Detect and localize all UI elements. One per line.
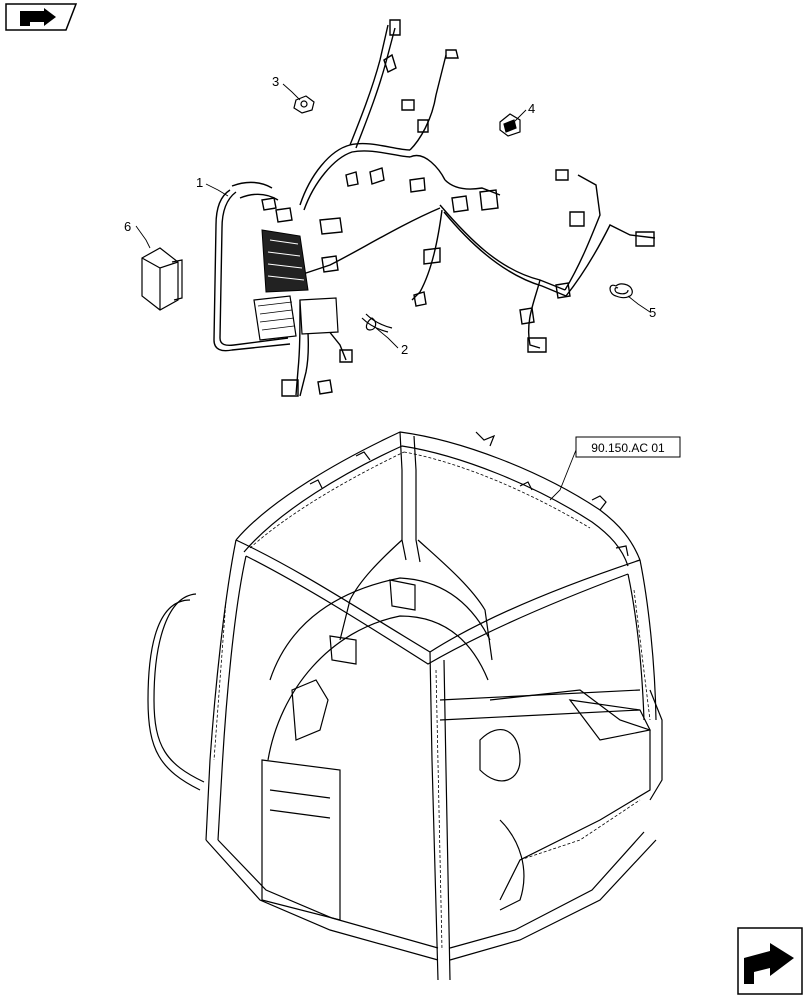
callout-5: 5 [649, 305, 656, 320]
fuse-relay-block [253, 229, 339, 341]
callout-4: 4 [528, 101, 535, 116]
cab-hidden-lines [213, 451, 651, 951]
clip [499, 113, 521, 137]
callout-leaders [135, 83, 651, 501]
next-page-button[interactable] [737, 927, 803, 995]
callout-3: 3 [272, 74, 279, 89]
cab-frame [147, 431, 663, 981]
nut [293, 95, 315, 114]
grommet [609, 283, 633, 299]
callout-6: 6 [124, 219, 131, 234]
reference-link[interactable]: 90.150.AC 01 [575, 436, 681, 458]
reference-label: 90.150.AC 01 [591, 441, 665, 455]
previous-page-button[interactable] [5, 3, 78, 31]
callout-1: 1 [196, 175, 203, 190]
control-module [141, 247, 183, 311]
wiring-harness [213, 19, 656, 397]
cable-tie [361, 313, 393, 333]
callout-2: 2 [401, 342, 408, 357]
